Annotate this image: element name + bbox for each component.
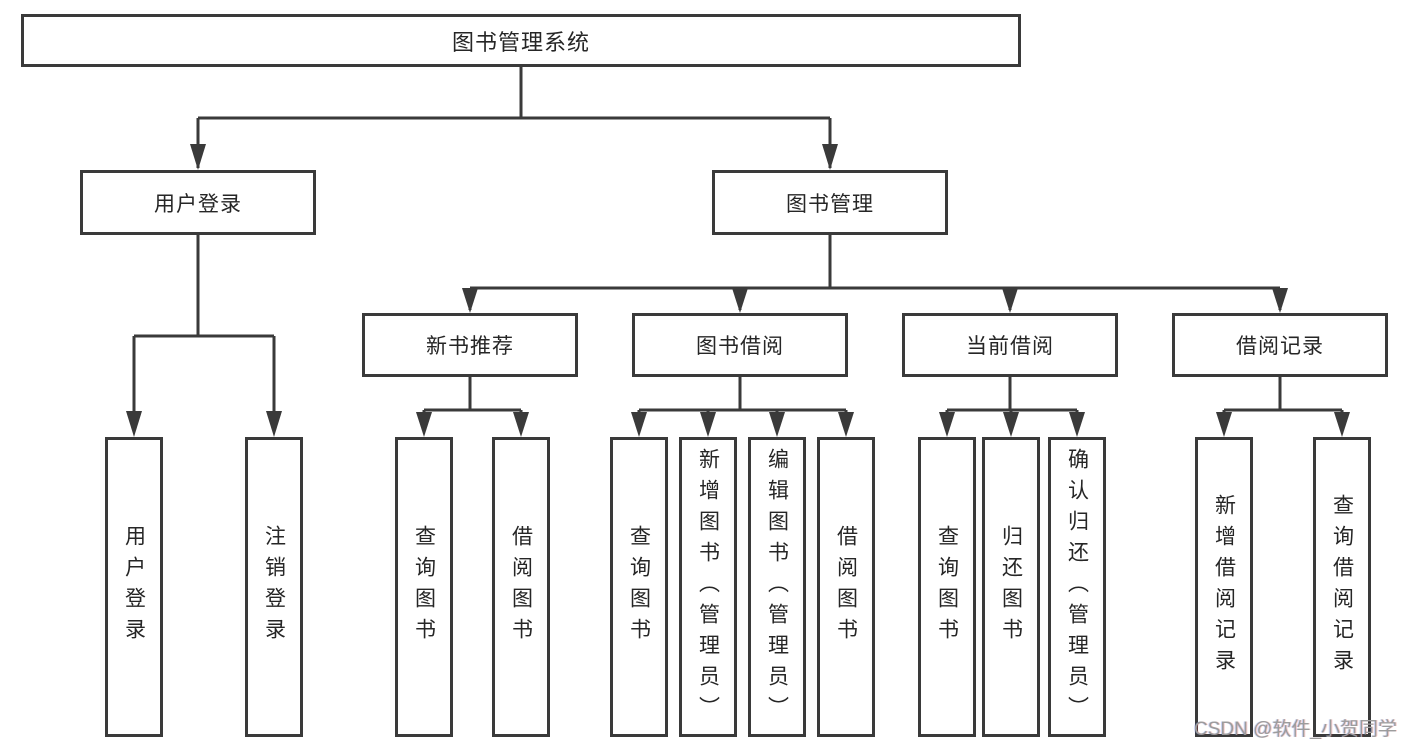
leaf-recommend-query-book: 查询图书 — [395, 437, 453, 737]
leaf-borrow-borrow-book: 借阅图书 — [817, 437, 875, 737]
node-book-management-group: 图书管理 — [712, 170, 948, 235]
node-current-borrow: 当前借阅 — [902, 313, 1118, 377]
leaf-borrow-edit-book-admin: 编辑图书（管理员） — [748, 437, 806, 737]
node-borrow-record: 借阅记录 — [1172, 313, 1388, 377]
leaf-current-query-book: 查询图书 — [918, 437, 976, 737]
arrowheads — [126, 144, 1350, 437]
leaf-borrow-query-book: 查询图书 — [610, 437, 668, 737]
csdn-watermark: CSDN @软件_小贺同学 — [1194, 719, 1397, 740]
leaf-record-query: 查询借阅记录 — [1313, 437, 1371, 737]
leaf-borrow-add-book-admin: 新增图书（管理员） — [679, 437, 737, 737]
node-new-book-recommend: 新书推荐 — [362, 313, 578, 377]
leaf-current-confirm-return-admin: 确认归还（管理员） — [1048, 437, 1106, 737]
leaf-recommend-borrow-book: 借阅图书 — [492, 437, 550, 737]
leaf-logout: 注销登录 — [245, 437, 303, 737]
leaf-current-return-book: 归还图书 — [982, 437, 1040, 737]
node-book-borrow: 图书借阅 — [632, 313, 848, 377]
leaf-user-login: 用户登录 — [105, 437, 163, 737]
node-root: 图书管理系统 — [21, 14, 1021, 67]
leaf-record-add: 新增借阅记录 — [1195, 437, 1253, 737]
node-user-login-group: 用户登录 — [80, 170, 316, 235]
